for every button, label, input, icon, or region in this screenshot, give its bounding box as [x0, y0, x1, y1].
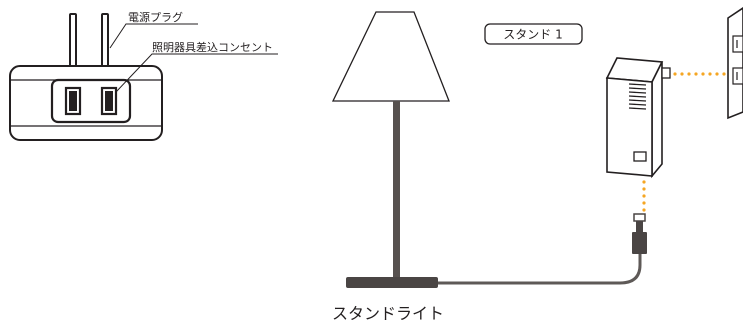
- label-power-plug: 電源プラグ: [128, 10, 183, 24]
- wall-outlet-icon: [727, 7, 743, 120]
- leader-power-plug: [109, 23, 198, 49]
- connector-dots: [642, 72, 726, 212]
- leader-lines: [109, 23, 278, 93]
- plug-prong-left: [69, 13, 77, 73]
- lamp-shade: [331, 11, 450, 102]
- floor-lamp-icon: [331, 11, 450, 288]
- leader-outlet: [115, 53, 278, 93]
- lamp-pole: [393, 101, 400, 277]
- stand-tag: スタンド 1: [484, 23, 583, 45]
- cable-connector-icon: [632, 213, 647, 254]
- adapter-outlet-face: [50, 78, 132, 124]
- label-outlet: 照明器具差込コンセント: [152, 40, 273, 54]
- lamp-base: [346, 277, 438, 288]
- lamp-cable: [438, 252, 642, 285]
- plug-prong-right: [101, 13, 109, 73]
- stand-tag-text: スタンド 1: [503, 28, 562, 42]
- plug-adapter-icon: [9, 13, 163, 141]
- wall-controller-icon: [605, 57, 671, 179]
- label-stand-light: スタンドライト: [332, 304, 444, 323]
